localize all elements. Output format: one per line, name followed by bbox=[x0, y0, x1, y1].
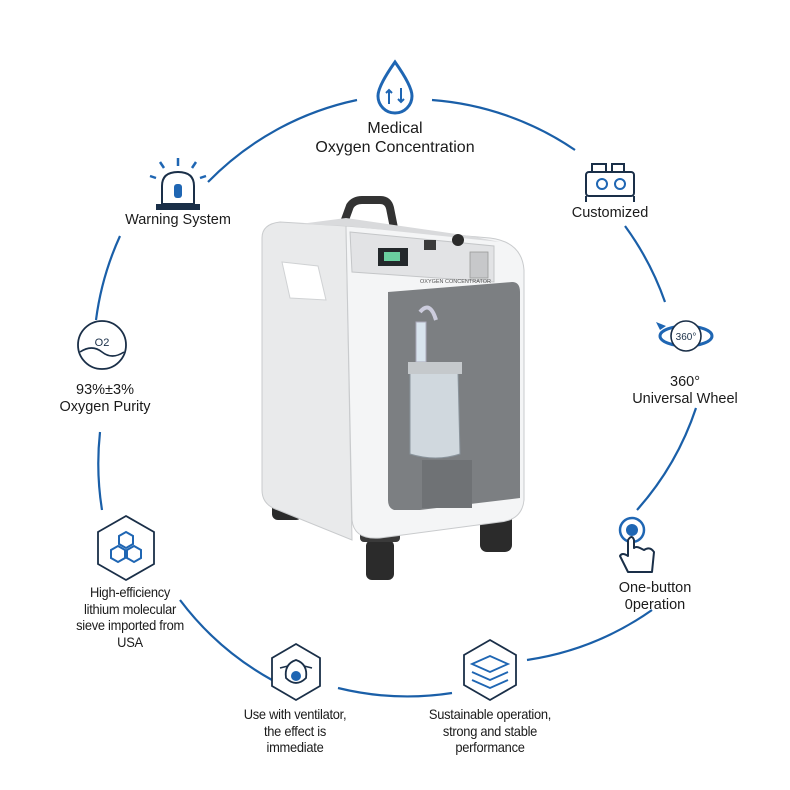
machine-icon bbox=[585, 163, 635, 202]
feature-label-medical: Medical Oxygen Concentration bbox=[315, 120, 475, 156]
o2-wave-icon: O2 bbox=[77, 320, 127, 370]
o2-text: O2 bbox=[95, 337, 110, 349]
alarm-light-icon bbox=[149, 158, 207, 210]
hexagon-molecule-icon bbox=[97, 514, 155, 582]
feature-label-ventilator: Use with ventilator, the effect is immed… bbox=[243, 706, 347, 756]
feature-label-sieve: High-efficiency lithium molecular sieve … bbox=[76, 584, 184, 650]
water-drop-icon bbox=[376, 59, 414, 115]
rotate-360-icon: 360° bbox=[656, 320, 714, 352]
oxygen-concentrator-image: OXYGEN CONCENTRATOR bbox=[261, 196, 525, 580]
feature-label-purity: 93%±3% Oxygen Purity bbox=[59, 382, 151, 416]
feature-ring bbox=[94, 98, 698, 698]
feature-label-wheel: 360° Universal Wheel bbox=[632, 374, 738, 408]
rotate-360-text: 360° bbox=[676, 332, 697, 343]
press-button-icon bbox=[618, 516, 655, 573]
feature-label-customized: Customized bbox=[571, 205, 649, 221]
ventilator-mask-icon bbox=[271, 642, 321, 702]
feature-label-button: One-button 0peration bbox=[618, 580, 692, 614]
device-panel-label: OXYGEN CONCENTRATOR bbox=[420, 279, 491, 285]
feature-label-warning: Warning System bbox=[125, 212, 231, 228]
layers-icon bbox=[463, 638, 517, 702]
feature-label-sustainable: Sustainable operation, strong and stable… bbox=[428, 706, 552, 756]
